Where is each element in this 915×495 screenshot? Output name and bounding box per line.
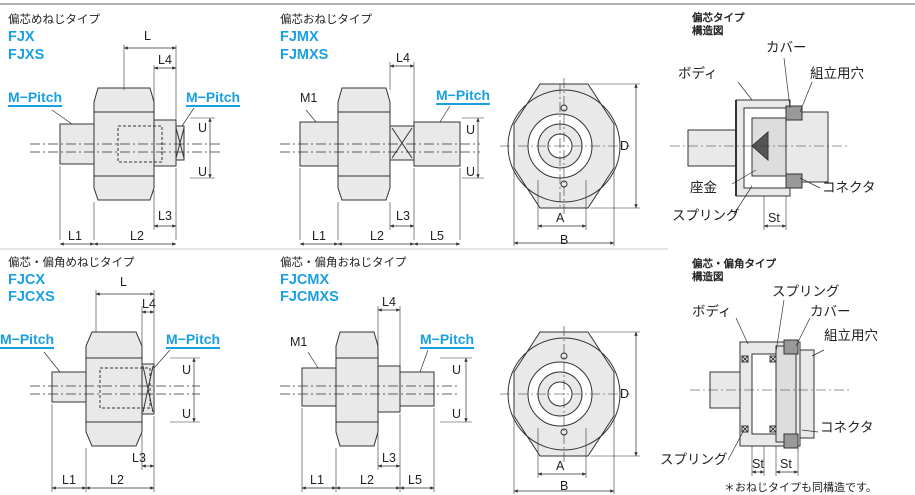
structure-bottom: [690, 299, 850, 476]
m1-callout-fjmx: M1: [300, 91, 318, 105]
dim-d: D: [620, 387, 630, 401]
dim-u: U: [182, 407, 192, 421]
label-assembly-hole-bottom: 組立用穴: [824, 328, 878, 344]
pitch-callout-fjx-right: M−Pitch: [186, 89, 241, 107]
dim-u: U: [452, 407, 462, 421]
pitch-callout-fjcmx: M−Pitch: [420, 331, 475, 349]
label-connector-bottom: コネクタ: [820, 420, 874, 436]
dim-d: D: [620, 139, 630, 153]
structure-top-title-1: 偏芯タイプ: [692, 12, 745, 24]
fjxs-code: FJXS: [8, 47, 45, 63]
dim-l1: L1: [68, 229, 82, 243]
label-assembly-hole-top: 組立用穴: [810, 66, 864, 82]
fjcx-subtitle: 偏芯・偏角めねじタイプ: [8, 255, 135, 269]
dim-u: U: [182, 363, 192, 377]
pitch-callout-fjmx: M−Pitch: [436, 87, 491, 105]
dim-l4: L4: [382, 295, 396, 309]
structure-top: [670, 57, 850, 230]
label-spring-bottom: スプリング: [660, 452, 728, 468]
pitch-callout-fjx-left: M−Pitch: [8, 89, 63, 107]
fjmx-code: FJMX: [280, 29, 319, 45]
dim-l2: L2: [110, 473, 124, 487]
label-cover-bottom: カバー: [810, 304, 851, 320]
fjmx-drawing: [280, 62, 484, 246]
fjcmxs-code: FJCMXS: [280, 289, 339, 305]
dim-u: U: [198, 121, 208, 135]
dim-l4: L4: [158, 53, 172, 67]
dim-u: U: [466, 123, 476, 137]
fjcx-drawing: [30, 290, 200, 492]
structure-bottom-title-1: 偏芯・偏角タイプ: [692, 258, 776, 270]
dim-u: U: [198, 165, 208, 179]
fjx-code: FJX: [8, 29, 35, 45]
label-stroke-bottom-1: St: [752, 457, 764, 471]
pitch-callout-fjcx-right: M−Pitch: [166, 331, 221, 349]
dim-l3: L3: [382, 451, 396, 465]
dim-b: B: [560, 233, 569, 247]
dim-l5: L5: [430, 229, 444, 243]
label-spring-bottom-top: スプリング: [772, 284, 840, 300]
label-stroke-top: St: [768, 211, 780, 225]
dim-l2: L2: [370, 229, 384, 243]
label-body-bottom: ボディ: [692, 304, 732, 320]
dim-u: U: [466, 165, 476, 179]
dim-l3: L3: [158, 209, 172, 223]
fjcx-code: FJCX: [8, 272, 46, 288]
structure-note: ＊おねじタイプも同構造です。: [724, 481, 877, 494]
dim-l2: L2: [130, 229, 144, 243]
dim-l1: L1: [310, 473, 324, 487]
fjmx-subtitle: 偏芯おねじタイプ: [280, 12, 372, 26]
dim-a: A: [556, 459, 565, 473]
dim-l2: L2: [360, 473, 374, 487]
label-connector-top: コネクタ: [822, 180, 876, 196]
dim-l: L: [120, 275, 127, 289]
fjcmx-drawing: [280, 306, 472, 492]
dim-l1: L1: [312, 229, 326, 243]
dim-a: A: [556, 211, 565, 225]
dim-l4: L4: [142, 297, 156, 311]
dim-l5: L5: [408, 473, 422, 487]
dim-l: L: [144, 29, 151, 43]
fjx-drawing: [30, 45, 220, 246]
front-view-top: [500, 78, 640, 246]
structure-bottom-title-2: 構造図: [692, 271, 724, 283]
dim-l1: L1: [62, 473, 76, 487]
label-stroke-bottom-2: St: [780, 457, 792, 471]
dim-b: B: [560, 479, 569, 493]
fjcxs-code: FJCXS: [8, 289, 55, 305]
fjcmx-subtitle: 偏芯・偏角おねじタイプ: [280, 255, 407, 269]
label-spring-top: スプリング: [672, 208, 740, 224]
structure-top-title-2: 構造図: [692, 25, 724, 37]
dim-l3: L3: [396, 209, 410, 223]
fjcmx-code: FJCMX: [280, 272, 330, 288]
label-cover-top: カバー: [766, 40, 807, 56]
dim-u: U: [452, 363, 462, 377]
pitch-callout-fjcx-left: M−Pitch: [0, 331, 55, 349]
label-washer-top: 座金: [690, 180, 717, 196]
label-body-top: ボディ: [678, 66, 718, 82]
dim-l3: L3: [132, 451, 146, 465]
front-view-bottom: [500, 326, 640, 494]
dim-l4: L4: [396, 51, 410, 65]
m1-callout-fjcmx: M1: [290, 335, 308, 349]
fjx-subtitle: 偏芯めねじタイプ: [8, 12, 100, 26]
fjmxs-code: FJMXS: [280, 47, 329, 63]
